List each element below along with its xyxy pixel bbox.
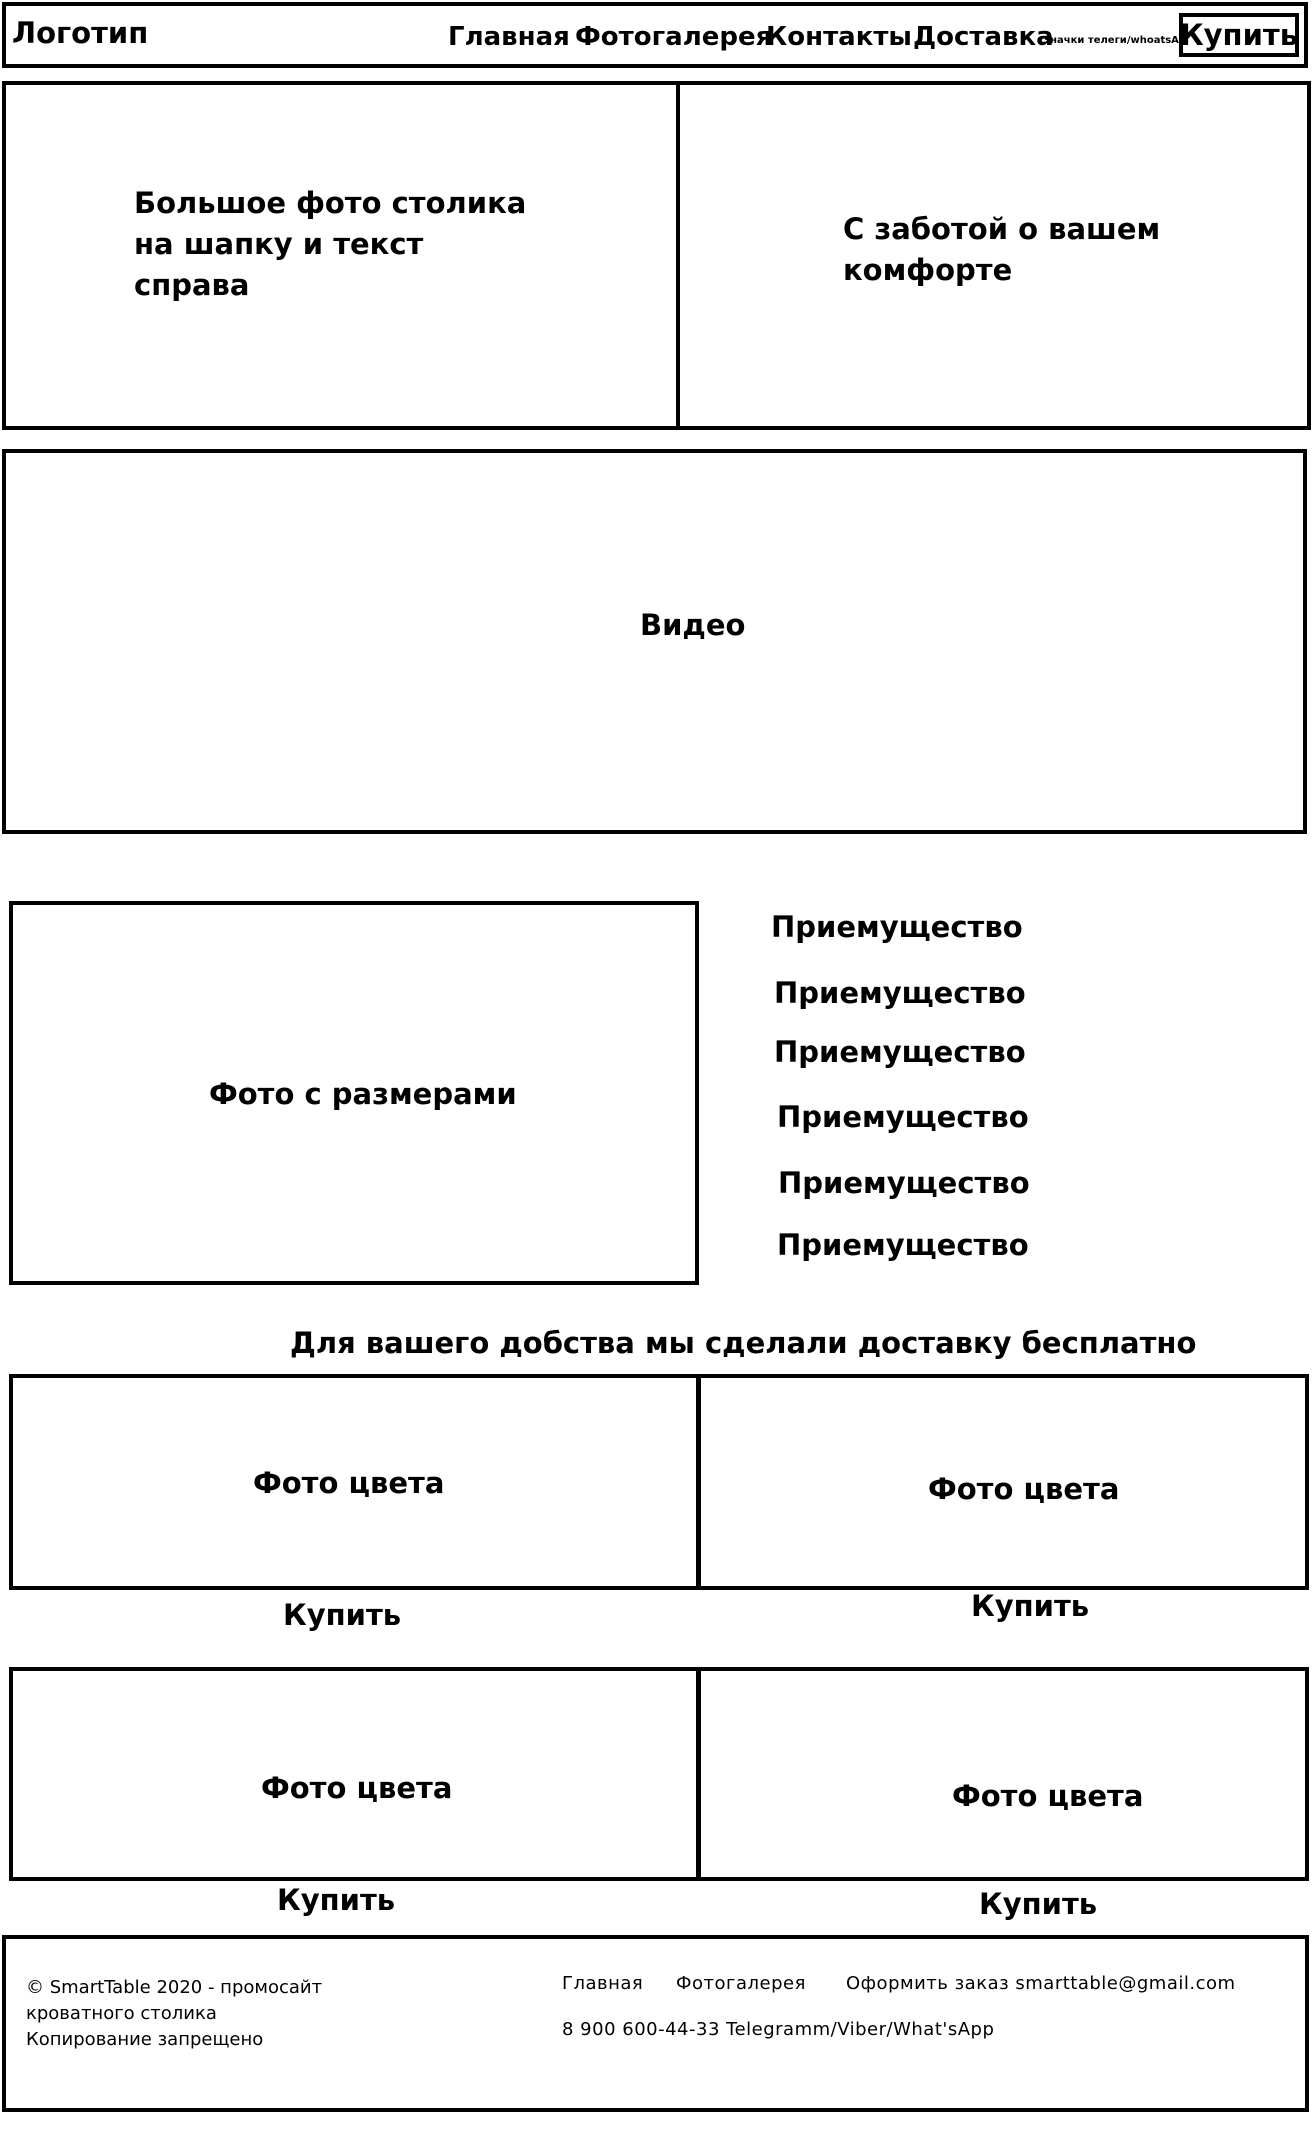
nav-item-gallery[interactable]: Фотогалерея [575, 22, 773, 52]
advantage-item: Приемущество [771, 910, 1023, 944]
buy-link[interactable]: Купить [277, 1883, 396, 1917]
advantage-item: Приемущество [774, 1035, 1026, 1069]
buy-link[interactable]: Купить [283, 1598, 402, 1632]
color-photo-label: Фото цвета [952, 1779, 1144, 1813]
site-header [2, 2, 1308, 68]
hero-tagline: С заботой о вашем комфорте [843, 212, 1161, 287]
color-photo-label: Фото цвета [253, 1466, 445, 1500]
buy-link[interactable]: Купить [979, 1887, 1098, 1921]
color-photo-placeholder: Фото цвета [9, 1374, 701, 1590]
logo[interactable]: Логотип [12, 16, 149, 50]
video-label: Видео [640, 608, 746, 642]
advantage-item: Приемущество [777, 1228, 1029, 1262]
color-photo-label: Фото цвета [928, 1472, 1120, 1506]
nav-item-delivery[interactable]: Доставка [913, 22, 1054, 52]
messenger-icons-placeholder[interactable]: Значки телеги/whoatsApp [1043, 35, 1194, 46]
footer-copyright-line: кроватного столика [26, 2003, 217, 2024]
footer-copyright-line: Копирование запрещено [26, 2029, 264, 2050]
color-photo-placeholder: Фото цвета [696, 1667, 1309, 1881]
footer-nav-gallery[interactable]: Фотогалерея [676, 1973, 806, 1994]
nav-item-contacts[interactable]: Контакты [766, 22, 912, 52]
footer-nav-home[interactable]: Главная [562, 1973, 644, 1994]
hero-photo-caption: Большое фото столика на шапку и текст сп… [134, 186, 527, 302]
color-photo-placeholder: Фото цвета [9, 1667, 701, 1881]
color-photo-label: Фото цвета [261, 1771, 453, 1805]
hero-text-block: С заботой о вашем комфорте [676, 81, 1311, 430]
header-buy-button[interactable]: Купить [1179, 13, 1299, 57]
free-delivery-heading: Для вашего добства мы сделали доставку б… [290, 1326, 1197, 1360]
buy-link[interactable]: Купить [971, 1589, 1090, 1623]
advantage-item: Приемущество [777, 1100, 1029, 1134]
footer-order-email[interactable]: Оформить заказ smarttable@gmail.com [846, 1973, 1236, 1994]
dimensions-photo-label: Фото с размерами [209, 1077, 517, 1111]
hero-photo-placeholder: Большое фото столика на шапку и текст сп… [2, 81, 680, 430]
dimensions-photo-placeholder: Фото с размерами [9, 901, 699, 1285]
footer-copyright-line: © SmartTable 2020 - промосайт [26, 1977, 323, 1998]
video-placeholder[interactable]: Видео [2, 449, 1307, 834]
site-footer: © SmartTable 2020 - промосайт кроватного… [2, 1935, 1309, 2112]
advantage-item: Приемущество [774, 976, 1026, 1010]
advantage-item: Приемущество [778, 1166, 1030, 1200]
footer-phone-messengers[interactable]: 8 900 600-44-33 Telegramm/Viber/What'sAp… [562, 2019, 995, 2040]
color-photo-placeholder: Фото цвета [696, 1374, 1309, 1590]
nav-item-home[interactable]: Главная [448, 22, 570, 52]
